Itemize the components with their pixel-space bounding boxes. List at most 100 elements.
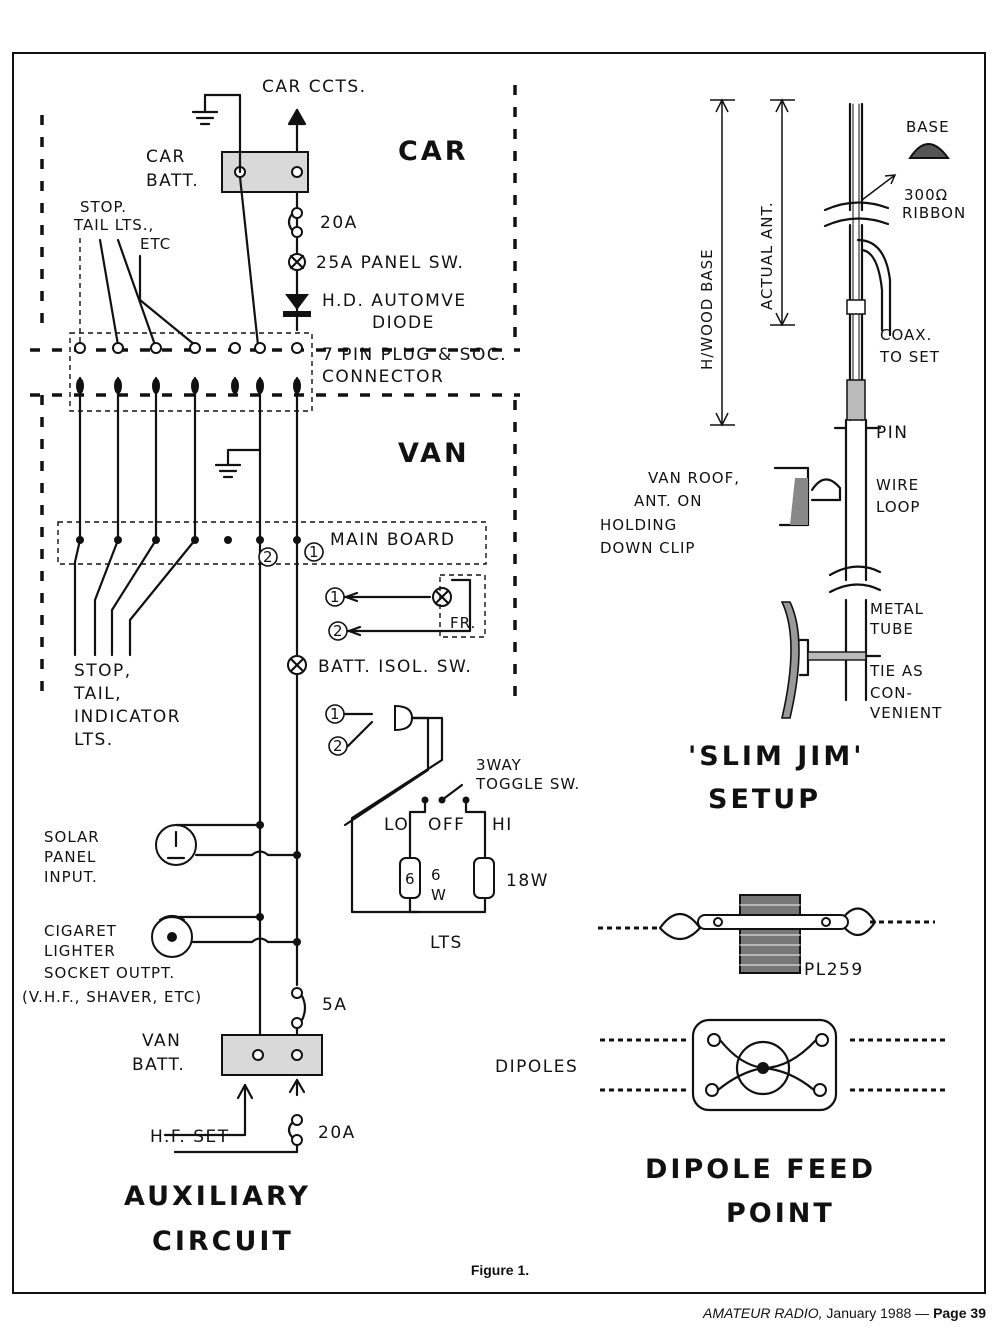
diode-icon xyxy=(285,294,309,310)
stop-label-1: STOP. xyxy=(80,198,127,216)
arrow-up-icon xyxy=(287,108,307,126)
lower-aux-circuit: SOLAR PANEL INPUT. CIGARET LIGHTER SOCKE… xyxy=(22,821,356,1257)
issue-date: January 1988 — xyxy=(822,1305,934,1321)
slimjim-title-2: SETUP xyxy=(708,784,821,815)
figure-border xyxy=(12,52,986,1294)
roof-label-2: ANT. ON xyxy=(634,492,702,510)
page-number: Page 39 xyxy=(933,1305,986,1321)
dipole-feed-diagram: DIPOLES DIPOLE FEED POINT xyxy=(495,1018,945,1229)
ground-icon xyxy=(191,93,219,126)
toggle-hi-label: HI xyxy=(492,815,513,835)
base-label: BASE xyxy=(906,118,950,136)
diode-label-1: H.D. AUTOMVE xyxy=(322,291,467,311)
van-battery-icon xyxy=(221,1034,323,1076)
toggle-lo-label: LO xyxy=(384,815,409,835)
plug-icon xyxy=(394,704,414,732)
lights-terminal-2: 2 xyxy=(333,737,344,755)
car-batt-label-2: BATT. xyxy=(146,171,199,191)
coax-label-1: COAX. xyxy=(880,326,932,344)
solar-label-1: SOLAR xyxy=(44,828,100,846)
solar-label-2: PANEL xyxy=(44,848,96,866)
break-mark-icon xyxy=(823,201,890,228)
pl259-diagram: PL259 xyxy=(598,894,935,980)
slim-jim-diagram: H/WOOD BASE ACTUAL ANT. PIN BASE 300Ω RI… xyxy=(600,98,966,815)
lamp-6w-label-a: 6 xyxy=(405,870,416,888)
toggle-off-label: OFF xyxy=(428,815,465,835)
fridge-terminal-1: 1 xyxy=(330,588,341,606)
fuse-20a-label: 20A xyxy=(320,213,358,233)
tail-label-2: TAIL, xyxy=(73,684,122,704)
fuse-icon xyxy=(291,1114,303,1126)
aux-title-2: CIRCUIT xyxy=(152,1226,294,1257)
roof-label-1: VAN ROOF, xyxy=(648,469,740,487)
lamp-6w-value: 6 xyxy=(431,866,442,884)
stop-label-2: TAIL LTS., xyxy=(73,216,154,234)
dipole-title-2: POINT xyxy=(726,1198,835,1229)
actual-ant-label: ACTUAL ANT. xyxy=(758,201,776,310)
wire-label-2: LOOP xyxy=(876,498,920,516)
fridge-label: FR. xyxy=(450,614,476,632)
car-label: CAR xyxy=(398,136,469,167)
figure-caption: Figure 1. xyxy=(470,1262,530,1278)
hf-set-label: H.F. SET xyxy=(150,1127,230,1147)
terminal-2-label: 2 xyxy=(263,548,274,566)
roof-label-3: HOLDING xyxy=(600,516,677,534)
metal-label-2: TUBE xyxy=(869,620,914,638)
metal-label-1: METAL xyxy=(870,600,924,618)
lamp-6w-unit: W xyxy=(431,886,447,904)
tail-label-3: INDICATOR xyxy=(74,707,181,727)
dipoles-label: DIPOLES xyxy=(495,1057,578,1077)
fuse-icon xyxy=(291,987,303,999)
lights-circuit: 1 2 3WAY TOGGLE SW. LO OFF HI 6 6 W 18W … xyxy=(325,704,579,953)
van-batt-label-1: VAN xyxy=(142,1031,181,1051)
h-wood-label: H/WOOD BASE xyxy=(698,248,716,370)
tail-label-4: LTS. xyxy=(74,730,114,750)
tie-label-2: CON- xyxy=(870,684,913,702)
fuse-20a-b-label: 20A xyxy=(318,1123,356,1143)
toggle-switch-icon xyxy=(440,783,464,802)
lamp-18w-icon xyxy=(473,857,495,899)
batt-isol-label: BATT. ISOL. SW. xyxy=(318,657,472,677)
wire-label-1: WIRE xyxy=(876,476,919,494)
van-label: VAN xyxy=(398,438,470,469)
van-circuit: VAN MAIN BOARD 2 1 STOP, TAIL, INDICATOR… xyxy=(73,390,486,1052)
lts-label: LTS xyxy=(430,933,463,953)
base-icon xyxy=(908,143,950,159)
tie-label-1: TIE AS xyxy=(869,662,924,680)
seven-pin-plug: 7 PIN PLUG & SOC. CONNECTOR xyxy=(74,342,507,394)
slimjim-title-1: 'SLIM JIM' xyxy=(688,741,864,772)
fuse-5a-label: 5A xyxy=(322,995,347,1015)
roof-label-4: DOWN CLIP xyxy=(600,539,695,557)
tie-label-3: VENIENT xyxy=(870,704,942,722)
van-batt-label-2: BATT. xyxy=(132,1055,185,1075)
dipole-title-1: DIPOLE FEED xyxy=(645,1154,876,1185)
fridge-terminal-2: 2 xyxy=(333,622,344,640)
main-board-label: MAIN BOARD xyxy=(330,530,455,550)
aux-title-1: AUXILIARY xyxy=(124,1181,311,1212)
panel-sw-label: 25A PANEL SW. xyxy=(316,253,464,273)
stop-label-3: ETC xyxy=(140,235,171,253)
solar-label-3: INPUT. xyxy=(44,868,98,886)
car-batt-label-1: CAR xyxy=(146,147,186,167)
coax-label-2: TO SET xyxy=(879,348,940,366)
lights-terminal-1: 1 xyxy=(330,705,341,723)
toggle-label-1: 3WAY xyxy=(476,756,522,774)
cig-label-4: (V.H.F., SHAVER, ETC) xyxy=(22,988,202,1006)
tail-label-1: STOP, xyxy=(74,661,132,681)
terminal-1-label: 1 xyxy=(309,543,320,561)
pl259-label: PL259 xyxy=(804,960,864,980)
plug-label-2: CONNECTOR xyxy=(322,367,444,387)
wall-bracket-icon xyxy=(780,601,800,719)
ribbon-label-2: RIBBON xyxy=(902,204,966,222)
car-circuit: CAR CCTS. CAR CAR BATT. 20A 25A PANEL SW… xyxy=(73,77,469,347)
diode-label-2: DIODE xyxy=(372,313,435,333)
fuse-icon xyxy=(291,207,303,219)
pl259-connector-icon xyxy=(739,894,801,974)
ground-icon xyxy=(214,448,262,479)
page-footer: AMATEUR RADIO, January 1988 — Page 39 xyxy=(703,1305,986,1321)
cig-label-2: LIGHTER xyxy=(44,942,116,960)
plug-label-1: 7 PIN PLUG & SOC. xyxy=(322,345,507,365)
cig-label-1: CIGARET xyxy=(44,922,117,940)
lamp-18w-label: 18W xyxy=(506,871,549,891)
